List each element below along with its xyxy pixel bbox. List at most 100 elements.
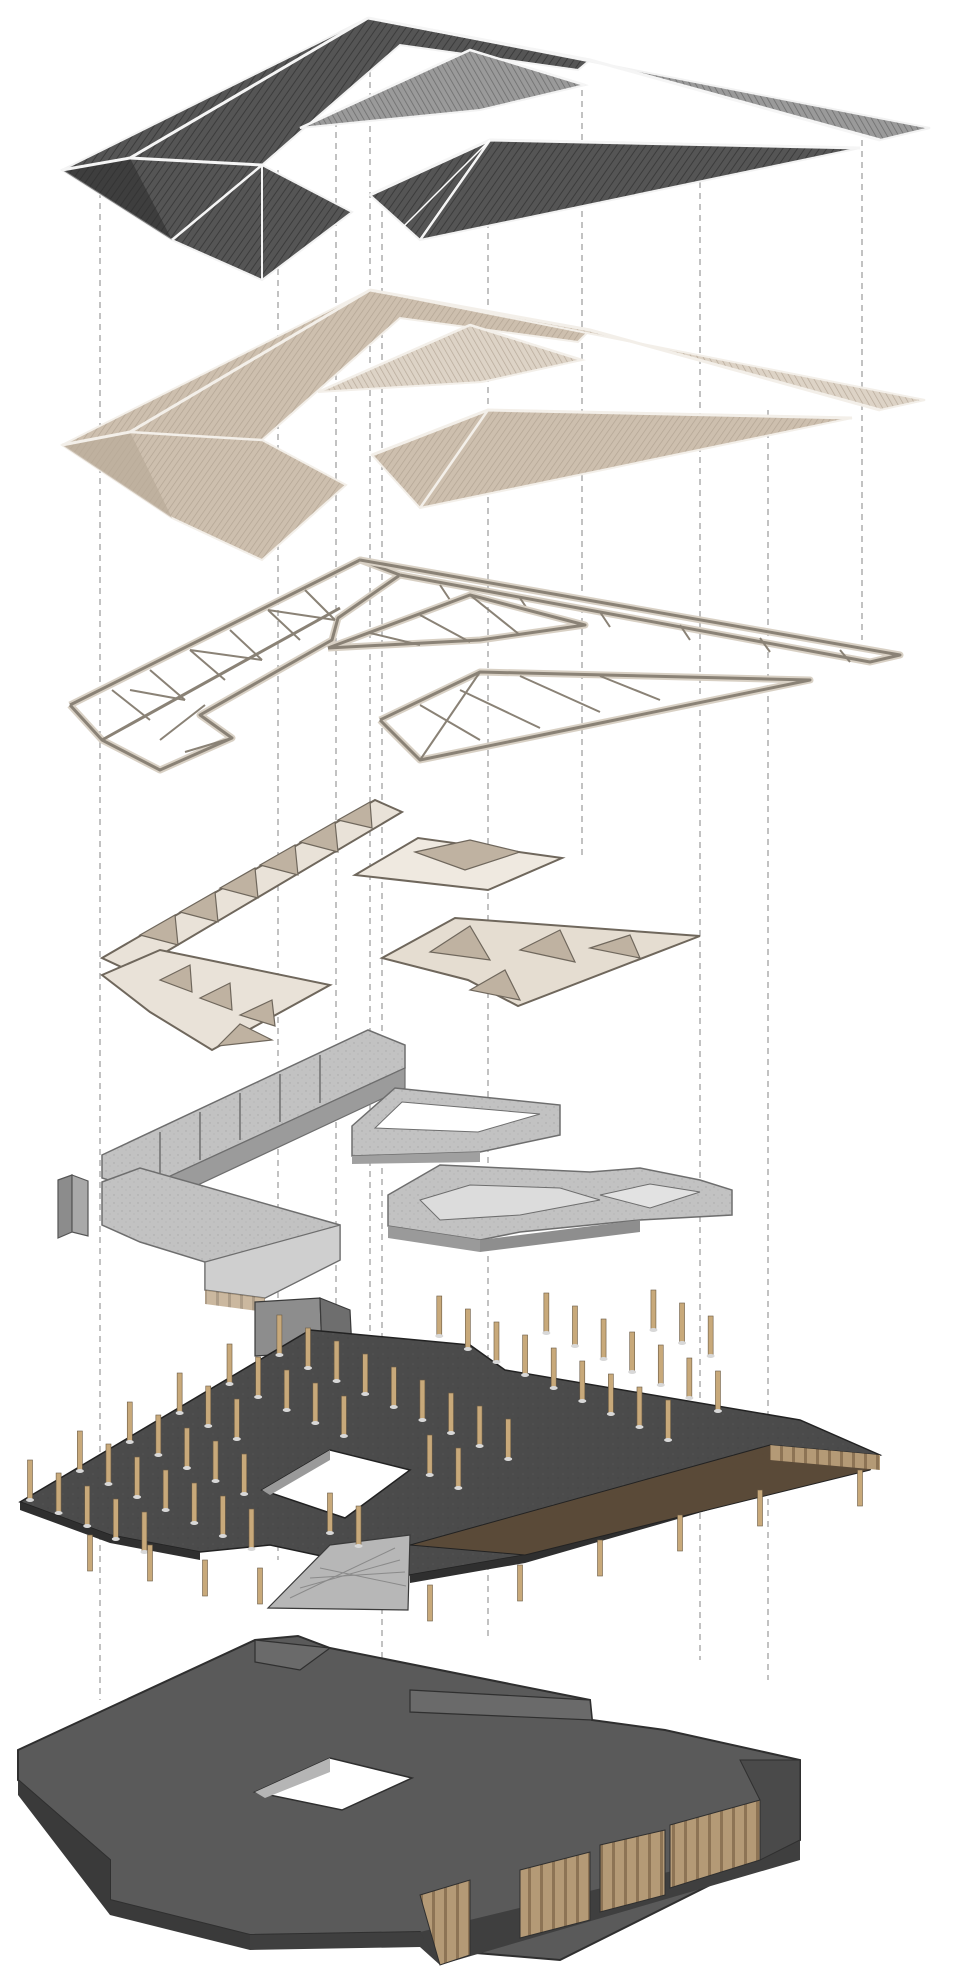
- column-base: [332, 1379, 341, 1383]
- column: [600, 1318, 607, 1360]
- column: [220, 1495, 226, 1537]
- column: [355, 1505, 362, 1547]
- column: [241, 1453, 247, 1495]
- column-base: [504, 1457, 513, 1461]
- column-base: [389, 1405, 398, 1409]
- column-base: [435, 1334, 444, 1338]
- column-base: [232, 1437, 241, 1441]
- column-base: [175, 1411, 184, 1415]
- column: [597, 1539, 603, 1577]
- column-base: [339, 1434, 348, 1438]
- column-base: [649, 1328, 658, 1332]
- column: [87, 1534, 93, 1572]
- column: [707, 1315, 714, 1357]
- column: [113, 1498, 119, 1540]
- column-base: [425, 1473, 434, 1477]
- column-base: [125, 1440, 134, 1444]
- ceiling-panels-layer: [99, 798, 701, 1052]
- column: [77, 1430, 83, 1472]
- column: [276, 1314, 283, 1356]
- column-base: [282, 1408, 291, 1412]
- column-base: [325, 1531, 334, 1535]
- column-base: [190, 1521, 199, 1525]
- column: [579, 1360, 586, 1402]
- column: [333, 1340, 340, 1382]
- column-base: [447, 1431, 455, 1435]
- column-base: [83, 1524, 92, 1528]
- column-base: [254, 1395, 263, 1399]
- column: [141, 1511, 148, 1553]
- column: [857, 1469, 863, 1507]
- roof-truss-layer: [67, 556, 904, 774]
- column: [476, 1405, 483, 1447]
- column: [341, 1395, 347, 1437]
- column: [436, 1295, 443, 1337]
- column: [419, 1379, 426, 1421]
- column-base: [240, 1492, 249, 1496]
- column-base: [542, 1331, 551, 1335]
- column: [255, 1356, 261, 1398]
- roof-insulation-layer: [60, 288, 926, 562]
- column-grid: [26, 1289, 863, 1622]
- column-base: [26, 1498, 34, 1502]
- column: [427, 1584, 433, 1622]
- column: [126, 1401, 133, 1443]
- column: [155, 1414, 162, 1456]
- column-base: [475, 1444, 484, 1448]
- column: [234, 1398, 240, 1440]
- column-base: [133, 1495, 142, 1499]
- column: [162, 1469, 169, 1511]
- column-base: [75, 1469, 84, 1473]
- column-base: [304, 1366, 312, 1370]
- column: [426, 1434, 433, 1476]
- column-base: [463, 1347, 472, 1351]
- column: [191, 1482, 198, 1524]
- column: [327, 1492, 333, 1534]
- column-base: [492, 1360, 501, 1364]
- column: [650, 1289, 657, 1331]
- column-base: [521, 1373, 530, 1377]
- column-base: [140, 1550, 149, 1554]
- column: [543, 1292, 550, 1334]
- column: [505, 1418, 512, 1460]
- column-base: [104, 1482, 113, 1486]
- column: [657, 1344, 664, 1386]
- column: [679, 1302, 685, 1344]
- column: [312, 1382, 319, 1424]
- column-base: [664, 1438, 673, 1442]
- column-base: [635, 1425, 644, 1429]
- column-base: [154, 1453, 163, 1457]
- column: [212, 1440, 219, 1482]
- column-base: [111, 1537, 120, 1541]
- column: [677, 1514, 683, 1552]
- column: [390, 1366, 397, 1408]
- column-base: [549, 1386, 558, 1390]
- column-base: [418, 1418, 427, 1422]
- column-base: [685, 1396, 694, 1400]
- foundation-layer: [17, 1634, 801, 1966]
- column: [184, 1427, 190, 1469]
- walls-layer: [57, 1029, 733, 1312]
- column: [257, 1567, 263, 1605]
- column-base: [218, 1534, 227, 1538]
- column: [629, 1331, 635, 1373]
- column-base: [225, 1382, 234, 1386]
- column: [226, 1343, 233, 1385]
- column: [636, 1386, 643, 1428]
- column-base: [628, 1370, 637, 1374]
- column: [248, 1508, 255, 1550]
- column-base: [182, 1466, 191, 1470]
- column: [147, 1544, 153, 1582]
- column: [84, 1485, 90, 1527]
- column: [134, 1456, 140, 1498]
- column: [757, 1489, 763, 1527]
- column: [27, 1459, 33, 1501]
- column-base: [713, 1409, 722, 1413]
- column-base: [570, 1344, 579, 1348]
- column: [362, 1353, 369, 1395]
- column: [202, 1559, 208, 1597]
- column: [448, 1392, 454, 1434]
- column-base: [656, 1383, 665, 1387]
- column: [550, 1347, 557, 1389]
